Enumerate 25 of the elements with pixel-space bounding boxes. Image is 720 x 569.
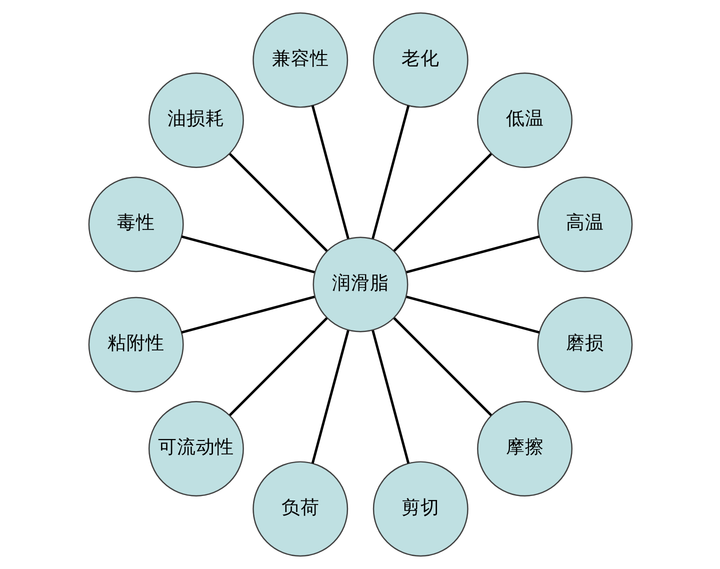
node-circle: 可流动性 bbox=[148, 401, 244, 497]
connector bbox=[392, 152, 492, 252]
connector bbox=[228, 152, 328, 252]
node-circle: 摩擦 bbox=[476, 401, 572, 497]
connector bbox=[228, 317, 328, 416]
connector bbox=[392, 317, 492, 416]
node-circle: 润滑脂 bbox=[312, 236, 408, 332]
node-circle: 剪切 bbox=[372, 461, 468, 557]
connector bbox=[180, 235, 314, 274]
connector bbox=[371, 330, 410, 464]
connector bbox=[406, 235, 540, 274]
node-circle: 高温 bbox=[536, 176, 632, 272]
node-circle: 粘附性 bbox=[88, 296, 184, 392]
node-circle: 兼容性 bbox=[252, 12, 348, 108]
node-circle: 老化 bbox=[372, 12, 468, 108]
connector bbox=[310, 105, 349, 239]
node-circle: 磨损 bbox=[536, 296, 632, 392]
node-circle: 毒性 bbox=[88, 176, 184, 272]
node-circle: 负荷 bbox=[252, 461, 348, 557]
connector bbox=[180, 296, 314, 334]
connector bbox=[371, 105, 410, 239]
connector bbox=[406, 296, 540, 334]
connector bbox=[310, 330, 349, 464]
node-circle: 油损耗 bbox=[148, 72, 244, 168]
node-circle: 低温 bbox=[476, 72, 572, 168]
